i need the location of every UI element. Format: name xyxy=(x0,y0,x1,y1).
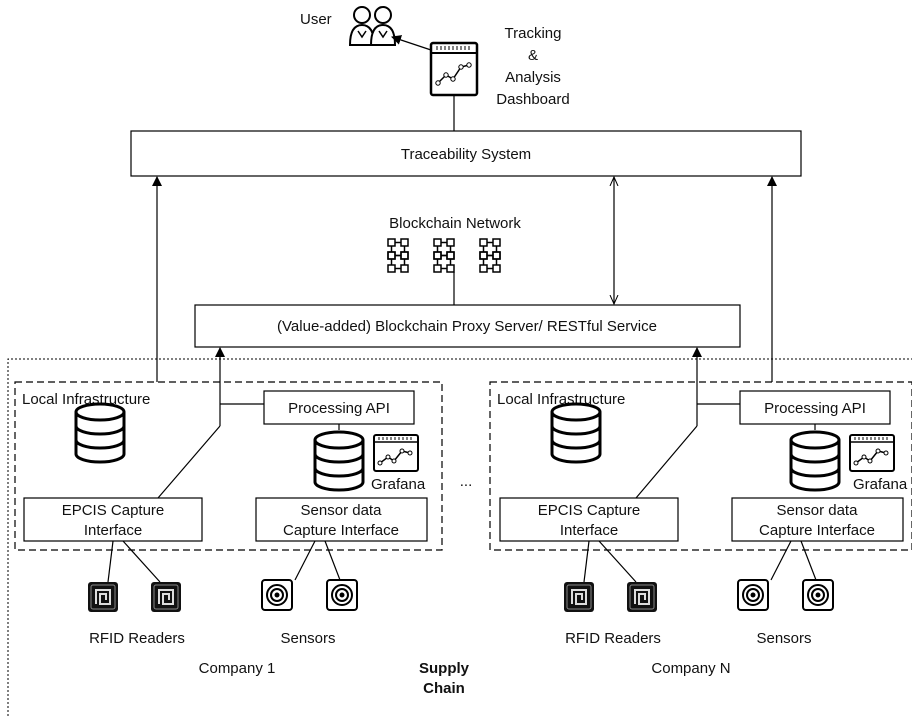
blockchain-node-pair xyxy=(433,251,455,273)
company1-epcis-label-line2: Interface xyxy=(84,522,142,539)
traceability-system-box xyxy=(130,130,802,177)
proxy-server-label: (Value-added) Blockchain Proxy Server/ R… xyxy=(277,318,657,335)
rfid-reader-icon xyxy=(626,581,658,613)
blockchain-network-label: Blockchain Network xyxy=(389,215,521,232)
rfid-reader-icon xyxy=(87,581,119,613)
company1-epcis-to-proxy-line xyxy=(157,425,221,499)
company1-rfid-label: RFID Readers xyxy=(89,630,185,647)
sensor-icon xyxy=(802,579,834,611)
svg-text:Chain: Chain xyxy=(423,680,465,697)
company1-sensor-capture-label-line2: Capture Interface xyxy=(283,522,399,539)
companyN-local-infrastructure-box xyxy=(489,381,912,551)
ellipsis: ... xyxy=(460,473,473,490)
blockchain-node-pair xyxy=(387,251,409,273)
companyN-epcis-label-line2: Interface xyxy=(560,522,618,539)
rfid-reader-icon xyxy=(150,581,182,613)
companyN-grafana-label: Grafana xyxy=(853,476,908,493)
dashboard-to-user-arrow xyxy=(391,35,432,51)
user-label: User xyxy=(300,11,332,28)
svg-text:&: & xyxy=(528,47,538,64)
company1-sensor-capture-box xyxy=(255,497,428,542)
blockchain-node-pair xyxy=(479,251,501,273)
grafana-chart-icon xyxy=(373,434,419,472)
company1-local-infrastructure-box xyxy=(14,381,443,551)
companyN-sensors-label: Sensors xyxy=(756,630,811,647)
companyN-epcis-to-proxy-line xyxy=(635,425,698,499)
companyN-name: Company N xyxy=(651,660,730,677)
sensor-link xyxy=(324,540,341,581)
companyN-processing-api-box xyxy=(739,390,891,425)
svg-text:Dashboard: Dashboard xyxy=(496,91,569,108)
rfid-link xyxy=(122,540,161,583)
company1-epcis-label-line1: EPCIS Capture xyxy=(62,502,165,519)
database-icon xyxy=(789,430,841,492)
companyN-sensor-capture-label-line1: Sensor data xyxy=(777,502,859,519)
database-icon xyxy=(74,402,126,464)
company1-sensor-capture-label-line1: Sensor data xyxy=(301,502,383,519)
proxy-server-box xyxy=(194,304,741,348)
blockchain-nodes-icon xyxy=(387,238,501,273)
rfid-link xyxy=(598,540,637,583)
supply-chain-label: Supply Chain xyxy=(419,660,470,697)
dashboard-label: Tracking & Analysis Dashboard xyxy=(496,25,569,108)
company1-grafana-label: Grafana xyxy=(371,476,426,493)
company1-processing-api-box xyxy=(263,390,415,425)
rfid-reader-icon xyxy=(563,581,595,613)
dashboard-chart-icon xyxy=(429,41,479,97)
sensor-icon xyxy=(737,579,769,611)
database-icon xyxy=(550,402,602,464)
svg-text:Supply: Supply xyxy=(419,660,470,677)
companyN-epcis-box xyxy=(499,497,679,542)
sensor-icon xyxy=(261,579,293,611)
companyN-rfid-label: RFID Readers xyxy=(565,630,661,647)
supply-chain-boundary xyxy=(7,358,912,716)
company1-sensors-label: Sensors xyxy=(280,630,335,647)
company1-infra-label: Local Infrastructure xyxy=(22,391,150,408)
companyN-sensor-capture-box xyxy=(731,497,904,542)
company1-processing-api-label: Processing API xyxy=(288,400,390,417)
sensor-link xyxy=(770,540,792,581)
companyN-epcis-label-line1: EPCIS Capture xyxy=(538,502,641,519)
companyN-infra-label: Local Infrastructure xyxy=(497,391,625,408)
svg-text:Tracking: Tracking xyxy=(505,25,562,42)
traceability-system-label: Traceability System xyxy=(401,146,531,163)
company1-name: Company 1 xyxy=(199,660,276,677)
database-icon xyxy=(313,430,365,492)
sensor-icon xyxy=(326,579,358,611)
svg-text:Analysis: Analysis xyxy=(505,69,561,86)
sensor-link xyxy=(800,540,817,581)
companyN-sensor-capture-label-line2: Capture Interface xyxy=(759,522,875,539)
sensor-link xyxy=(294,540,316,581)
company1-epcis-box xyxy=(23,497,203,542)
grafana-chart-icon xyxy=(849,434,895,472)
users-icon xyxy=(348,6,397,46)
rfid-link xyxy=(107,540,114,583)
rfid-link xyxy=(583,540,590,583)
companyN-processing-api-label: Processing API xyxy=(764,400,866,417)
